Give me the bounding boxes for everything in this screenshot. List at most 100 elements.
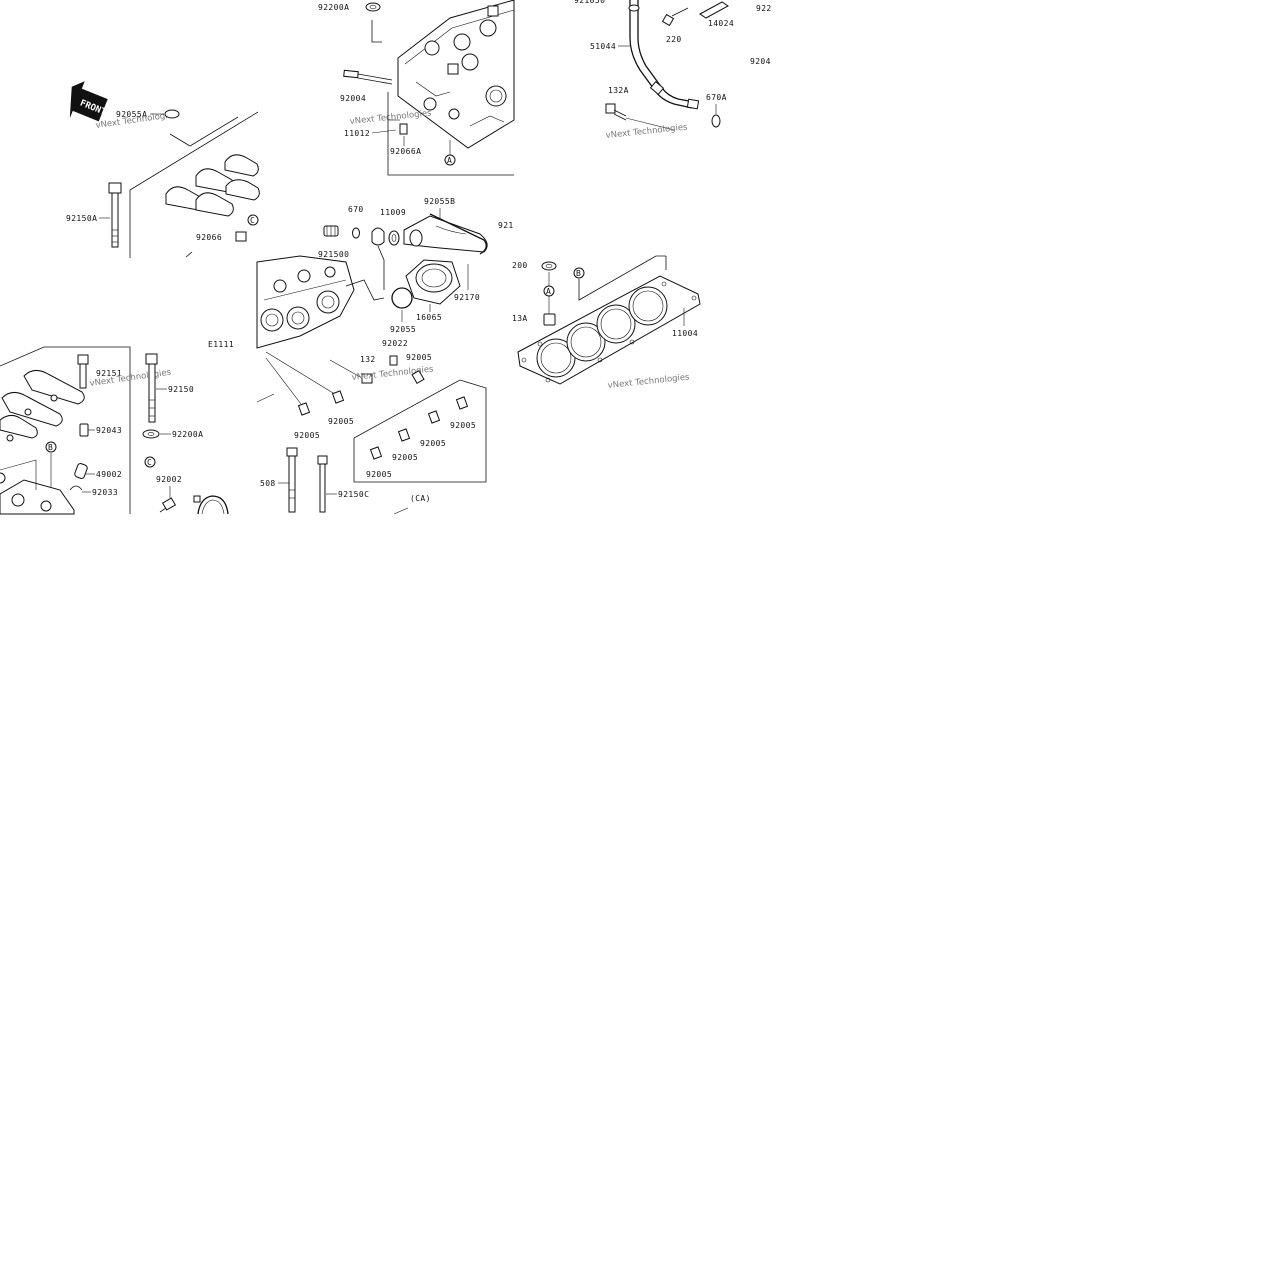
o-ring-part bbox=[352, 227, 360, 239]
flange-bolt-part bbox=[605, 103, 627, 121]
ca-variant-box: 92005 92005 92005 92005 (CA) bbox=[353, 379, 487, 503]
part-label: 16065 bbox=[416, 313, 442, 322]
bolt-part bbox=[389, 355, 398, 366]
part-label: 9204 bbox=[750, 57, 771, 66]
part-label: 670 bbox=[348, 205, 364, 214]
stud-part bbox=[411, 369, 425, 385]
cylinder-head-part bbox=[0, 459, 75, 515]
part-label: 92005 bbox=[328, 417, 354, 426]
collar-part bbox=[235, 231, 247, 242]
part-label: 92022 bbox=[382, 339, 408, 348]
banjo-bolt-part bbox=[323, 225, 339, 237]
part-label: 92005 bbox=[294, 431, 320, 440]
washer-part bbox=[142, 429, 160, 439]
part-label: 92150A bbox=[66, 214, 97, 223]
part-label: 132A bbox=[608, 86, 629, 95]
watermark: vNext Technologies bbox=[605, 122, 688, 141]
part-label: 921500 bbox=[318, 250, 349, 259]
part-label: 92200A bbox=[318, 3, 349, 12]
part-label: 92005 bbox=[366, 470, 392, 479]
part-label: 92066 bbox=[196, 233, 222, 242]
front-arrow-icon: FRONT bbox=[69, 81, 108, 122]
tile-top-middle: 92200A 92004 11012 bbox=[318, 0, 515, 176]
part-label: 92200A bbox=[172, 430, 203, 439]
head-gasket-part bbox=[517, 275, 701, 385]
camshaft-cap-part bbox=[0, 370, 85, 442]
water-housing-part bbox=[405, 259, 461, 305]
hose-clamp-part bbox=[197, 495, 229, 515]
washer-part bbox=[541, 261, 557, 271]
part-label: 921 bbox=[498, 221, 514, 230]
part-label: 14024 bbox=[708, 19, 734, 28]
part-label: 92005 bbox=[392, 453, 418, 462]
plug-part bbox=[331, 390, 345, 404]
part-label: 11009 bbox=[380, 208, 406, 217]
stud-bolt-part bbox=[343, 69, 393, 85]
part-label: 508 bbox=[260, 479, 276, 488]
o-ring-part bbox=[391, 287, 413, 309]
part-label: 92150C bbox=[338, 490, 369, 499]
dowel-part bbox=[543, 313, 556, 326]
part-label: 92004 bbox=[340, 94, 366, 103]
part-label: 92002 bbox=[156, 475, 182, 484]
part-label: 92005 bbox=[450, 421, 476, 430]
part-label: 922 bbox=[756, 4, 772, 13]
head-bolt-part bbox=[317, 455, 328, 513]
part-label: 220 bbox=[666, 35, 682, 44]
part-label: 921050 bbox=[574, 0, 605, 5]
part-label: 92005 bbox=[406, 353, 432, 362]
part-label: 11004 bbox=[672, 329, 698, 338]
bolt-part bbox=[145, 353, 158, 423]
part-label: 92170 bbox=[454, 293, 480, 302]
bolt-part bbox=[661, 7, 689, 27]
part-label: 92055B bbox=[424, 197, 455, 206]
head-bolt-part bbox=[286, 447, 298, 513]
plug-part bbox=[297, 402, 311, 416]
o-ring-part bbox=[711, 114, 721, 128]
part-label: 92033 bbox=[92, 488, 118, 497]
diagram-code: E1111 bbox=[208, 340, 234, 349]
o-ring-part bbox=[164, 109, 180, 119]
cylinder-head-part bbox=[256, 255, 355, 349]
part-label: 200 bbox=[512, 261, 528, 270]
ca-label: (CA) bbox=[410, 494, 431, 503]
part-label: 92043 bbox=[96, 426, 122, 435]
bolt-part bbox=[161, 497, 177, 511]
ref-mark: A bbox=[447, 156, 452, 165]
tile-top-far-right: 922 9204 bbox=[750, 4, 772, 66]
bolt-part bbox=[108, 182, 122, 248]
part-label: 92151 bbox=[96, 369, 122, 378]
flange-bolt-part bbox=[361, 373, 373, 384]
clip-part bbox=[69, 485, 83, 491]
part-label: 132 bbox=[360, 355, 376, 364]
bolt-part bbox=[77, 354, 89, 389]
part-label: 92055A bbox=[116, 110, 147, 119]
cylinder-head-part bbox=[397, 0, 515, 149]
part-label: 670A bbox=[706, 93, 727, 102]
ref-mark: A bbox=[546, 287, 551, 296]
tile-middle-center: 670 11009 92055B 921 921500 bbox=[256, 197, 514, 515]
dowel-part bbox=[399, 123, 408, 135]
part-label: 92066A bbox=[390, 147, 421, 156]
camshaft-cap-part bbox=[165, 154, 260, 217]
tile-top-left: FRONT vNext Technologies 92055A 92150A bbox=[66, 81, 260, 258]
coolant-pipe-part bbox=[628, 0, 700, 110]
watermark: vNext Technologies bbox=[607, 372, 690, 391]
part-label: 13A bbox=[512, 314, 528, 323]
tile-top-right: 921050 51044 220 14024 132A vNext Techno… bbox=[574, 0, 734, 141]
watermark: vNext Technologies bbox=[349, 108, 432, 127]
ref-mark: B bbox=[576, 269, 581, 278]
washer-part bbox=[365, 2, 381, 12]
part-label: 51044 bbox=[590, 42, 616, 51]
ref-mark: C bbox=[147, 458, 152, 467]
bracket-part bbox=[699, 1, 729, 19]
gasket-part bbox=[388, 230, 400, 246]
ref-mark: B bbox=[48, 443, 53, 452]
pin-part bbox=[79, 423, 89, 437]
thermostat-cover-part bbox=[403, 213, 488, 255]
part-label: 92005 bbox=[420, 439, 446, 448]
tile-middle-right: 200 A 13A B bbox=[512, 255, 701, 391]
ref-mark: C bbox=[250, 216, 255, 225]
